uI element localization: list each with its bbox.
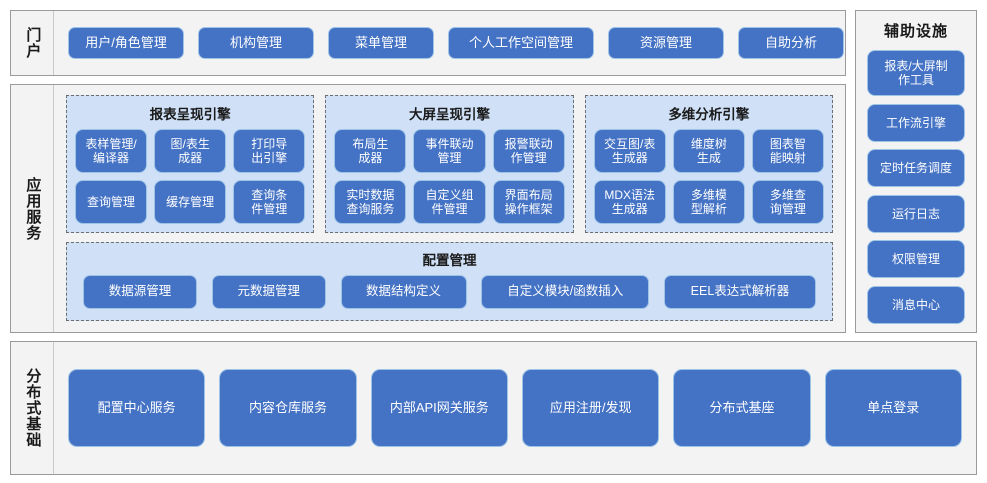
config-item-eel-expression-parser[interactable]: EEL表达式解析器 [664, 274, 816, 309]
distributed-base-section: 分布式基础 配置中心服务 内容仓库服务 内部API网关服务 应用注册/发现 分布… [10, 341, 977, 475]
engine-item-custom-component-management[interactable]: 自定义组 件管理 [413, 179, 486, 224]
distributed-base-items: 配置中心服务 内容仓库服务 内部API网关服务 应用注册/发现 分布式基座 单点… [54, 342, 976, 474]
auxiliary-facilities-title: 辅助设施 [883, 23, 948, 40]
configuration-management-title: 配置管理 [422, 252, 477, 268]
configuration-management-items: 数据源管理 元数据管理 数据结构定义 自定义模块/函数插入 EEL表达式解析器 [77, 274, 822, 312]
upper-left-stack: 门户 用户/角色管理 机构管理 菜单管理 个人工作空间管理 资源管理 自助分析 … [10, 10, 846, 333]
portal-section: 门户 用户/角色管理 机构管理 菜单管理 个人工作空间管理 资源管理 自助分析 [10, 10, 846, 76]
portal-item-self-service-analysis[interactable]: 自助分析 [738, 27, 844, 59]
distributed-item-app-registration-discovery[interactable]: 应用注册/发现 [521, 369, 660, 447]
auxiliary-item-report-dashboard-authoring-tool[interactable]: 报表/大屏制 作工具 [867, 50, 965, 96]
large-screen-rendering-engine-items: 布局生 成器 事件联动 管理 报警联动 作管理 实时数据 查询服务 自定义组 件… [334, 129, 565, 224]
portal-section-label: 门户 [11, 11, 54, 75]
multidimensional-analysis-engine-title: 多维分析引擎 [668, 107, 750, 122]
distributed-item-content-repository-service[interactable]: 内容仓库服务 [219, 369, 357, 447]
engine-item-chart-smart-mapping[interactable]: 图表智 能映射 [751, 129, 824, 173]
portal-item-menu-management[interactable]: 菜单管理 [328, 27, 434, 59]
engine-item-alarm-linkage-action-management[interactable]: 报警联动 作管理 [492, 129, 565, 173]
configuration-management-panel: 配置管理 数据源管理 元数据管理 数据结构定义 自定义模块/函数插入 EEL表达… [66, 241, 833, 321]
distributed-item-config-center-service[interactable]: 配置中心服务 [68, 369, 206, 447]
engine-item-print-export-engine[interactable]: 打印导 出引擎 [233, 129, 306, 173]
auxiliary-item-runtime-log[interactable]: 运行日志 [867, 194, 965, 233]
engine-item-chart-table-generator[interactable]: 图/表生 成器 [154, 129, 227, 173]
auxiliary-item-scheduled-task-scheduling[interactable]: 定时任务调度 [867, 149, 965, 188]
auxiliary-item-message-center[interactable]: 消息中心 [867, 285, 965, 324]
engine-item-dimension-tree-generation[interactable]: 维度树 生成 [672, 129, 745, 173]
auxiliary-item-permission-management[interactable]: 权限管理 [867, 240, 965, 279]
report-rendering-engine-panel: 报表呈现引擎 表样管理/ 编译器 图/表生 成器 打印导 出引擎 查询管理 缓存… [66, 95, 315, 233]
config-item-data-structure-definition[interactable]: 数据结构定义 [340, 274, 467, 309]
engine-item-mdx-syntax-generator[interactable]: MDX语法 生成器 [593, 179, 666, 224]
distributed-base-section-label: 分布式基础 [11, 342, 54, 474]
report-rendering-engine-items: 表样管理/ 编译器 图/表生 成器 打印导 出引擎 查询管理 缓存管理 查询条 … [75, 129, 306, 224]
config-item-datasource-management[interactable]: 数据源管理 [83, 274, 197, 309]
portal-item-organization-management[interactable]: 机构管理 [198, 27, 314, 59]
engine-item-template-management-compiler[interactable]: 表样管理/ 编译器 [75, 129, 148, 173]
engine-item-realtime-data-query-service[interactable]: 实时数据 查询服务 [334, 179, 407, 224]
multidimensional-analysis-engine-items: 交互图/表 生成器 维度树 生成 图表智 能映射 MDX语法 生成器 多维模 型… [593, 129, 824, 224]
engine-item-query-management[interactable]: 查询管理 [75, 179, 148, 224]
engines-row: 报表呈现引擎 表样管理/ 编译器 图/表生 成器 打印导 出引擎 查询管理 缓存… [66, 95, 833, 233]
engine-item-cache-management[interactable]: 缓存管理 [154, 179, 227, 224]
portal-item-resource-management[interactable]: 资源管理 [608, 27, 724, 59]
large-screen-rendering-engine-panel: 大屏呈现引擎 布局生 成器 事件联动 管理 报警联动 作管理 实时数据 查询服务… [325, 95, 574, 233]
auxiliary-item-workflow-engine[interactable]: 工作流引擎 [867, 103, 965, 142]
engine-item-layout-generator[interactable]: 布局生 成器 [334, 129, 407, 173]
multidimensional-analysis-engine-panel: 多维分析引擎 交互图/表 生成器 维度树 生成 图表智 能映射 MDX语法 生成… [584, 95, 833, 233]
engine-item-query-condition-management[interactable]: 查询条 件管理 [233, 179, 306, 224]
config-item-metadata-management[interactable]: 元数据管理 [211, 274, 326, 309]
distributed-item-distributed-foundation[interactable]: 分布式基座 [673, 369, 811, 447]
auxiliary-facilities-sidebar: 辅助设施 报表/大屏制 作工具 工作流引擎 定时任务调度 运行日志 权限管理 消… [855, 10, 977, 333]
portal-item-personal-workspace-management[interactable]: 个人工作空间管理 [448, 27, 594, 59]
portal-items: 用户/角色管理 机构管理 菜单管理 个人工作空间管理 资源管理 自助分析 [54, 11, 856, 75]
engine-item-event-linkage-management[interactable]: 事件联动 管理 [413, 129, 486, 173]
upper-region: 门户 用户/角色管理 机构管理 菜单管理 个人工作空间管理 资源管理 自助分析 … [10, 10, 977, 333]
application-service-body: 报表呈现引擎 表样管理/ 编译器 图/表生 成器 打印导 出引擎 查询管理 缓存… [54, 85, 845, 332]
application-service-section: 应用服务 报表呈现引擎 表样管理/ 编译器 图/表生 成器 打印导 出引擎 查询… [10, 84, 846, 333]
large-screen-rendering-engine-title: 大屏呈现引擎 [408, 107, 490, 122]
report-rendering-engine-title: 报表呈现引擎 [149, 107, 231, 122]
engine-item-ui-layout-operation-framework[interactable]: 界面布局 操作框架 [492, 179, 565, 224]
config-item-custom-module-function-insert[interactable]: 自定义模块/函数插入 [481, 274, 650, 309]
distributed-item-internal-api-gateway-service[interactable]: 内部API网关服务 [370, 369, 508, 447]
portal-item-user-role-management[interactable]: 用户/角色管理 [68, 27, 184, 59]
auxiliary-facilities-items: 报表/大屏制 作工具 工作流引擎 定时任务调度 运行日志 权限管理 消息中心 [867, 50, 965, 324]
engine-item-interactive-chart-table-generator[interactable]: 交互图/表 生成器 [593, 129, 666, 173]
engine-item-multidimensional-model-parsing[interactable]: 多维模 型解析 [672, 179, 745, 224]
application-service-section-label: 应用服务 [11, 85, 54, 332]
distributed-item-single-sign-on[interactable]: 单点登录 [824, 369, 962, 447]
engine-item-multidimensional-query-management[interactable]: 多维查 询管理 [751, 179, 824, 224]
